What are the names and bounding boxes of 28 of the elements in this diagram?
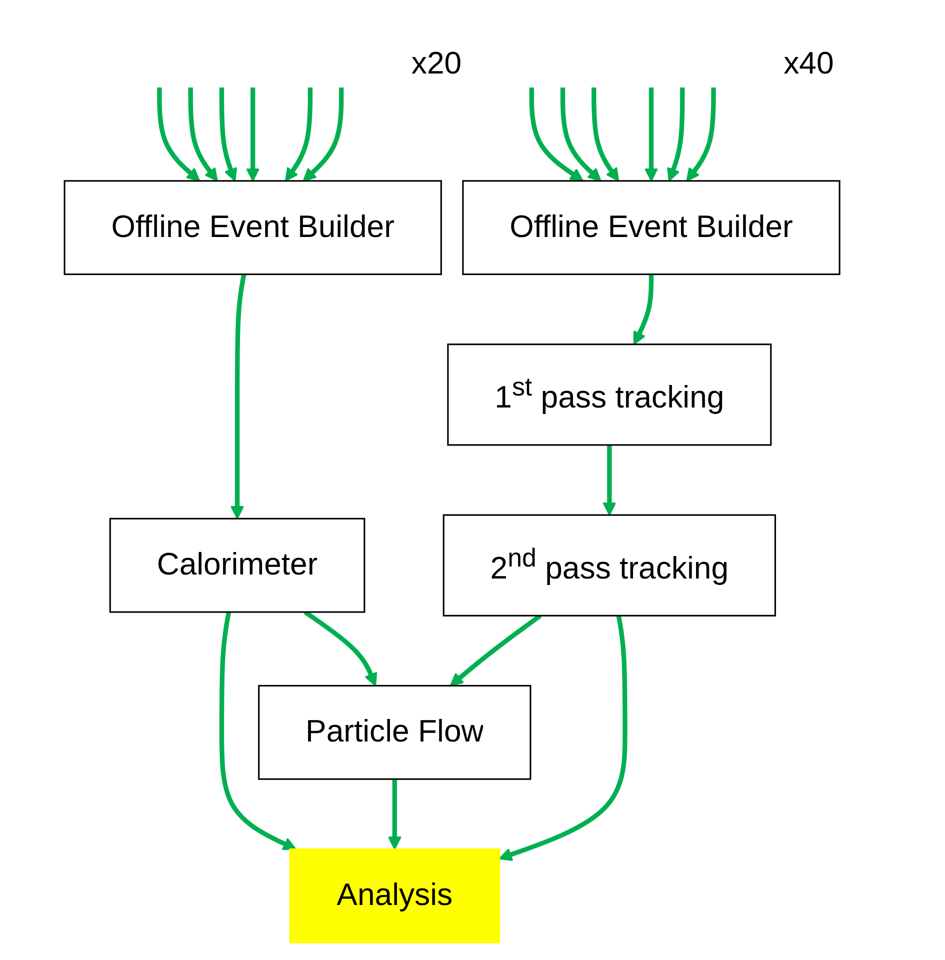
arrow — [388, 779, 402, 850]
arrow — [633, 274, 654, 345]
arrow — [246, 88, 260, 182]
arrow — [219, 612, 296, 850]
flowchart: x20 x40 Offline Event Builder Offline Event Builder Calorimeter 1$^{st}$ pass tracking 2$^{nd}$ pass tracking Particle Flow Analysis — [5, 5, 940, 955]
arrow — [686, 88, 716, 182]
arrow — [188, 88, 218, 182]
node-box — [462, 180, 840, 276]
arrow — [498, 615, 628, 862]
arrow — [285, 88, 313, 182]
arrow — [230, 274, 246, 520]
arrow — [592, 88, 620, 182]
arrow — [157, 88, 200, 182]
node-box — [258, 684, 532, 780]
arrow — [644, 88, 658, 182]
node-box — [64, 180, 442, 276]
arrow — [529, 88, 584, 182]
node-box — [289, 848, 500, 944]
node-label: x40 — [784, 47, 834, 82]
node-box — [442, 514, 776, 616]
arrow — [302, 88, 344, 182]
node-box — [447, 344, 772, 446]
arrow — [219, 88, 238, 182]
node-box — [109, 518, 366, 613]
arrow — [560, 88, 602, 182]
arrow — [602, 444, 616, 516]
node-label: x20 — [411, 47, 462, 82]
arrow — [667, 88, 685, 182]
